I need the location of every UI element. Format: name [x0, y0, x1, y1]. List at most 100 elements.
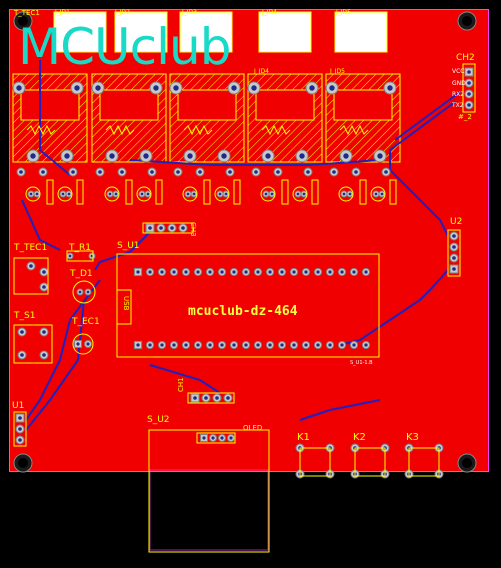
pad-hole [61, 192, 65, 196]
label-jd4: J_JD4 [262, 9, 277, 16]
pad-hole [268, 270, 272, 274]
ch2-pin-rx2: RX2 [452, 91, 465, 98]
resistor-body [389, 179, 397, 205]
pad-hole [143, 153, 149, 159]
pad-hole [309, 85, 315, 91]
resistor-body [233, 179, 241, 205]
pad-hole [184, 343, 188, 347]
pad-hole [120, 170, 124, 174]
button-k1-outline [299, 447, 331, 477]
u2-outline [447, 229, 461, 277]
label-ch2: CH2 [456, 53, 475, 63]
pad-hole [42, 330, 46, 334]
label-k2: K2 [353, 432, 366, 443]
pad-hole [229, 436, 233, 440]
resistor-zigzag [261, 124, 291, 136]
pad-hole [108, 192, 112, 196]
mounting-hole-center [462, 458, 472, 468]
relay-inner [333, 89, 393, 121]
pad-hole [78, 290, 82, 294]
pad-hole [276, 170, 280, 174]
pad-hole [20, 330, 24, 334]
relay-inner [177, 89, 237, 121]
t-d1-outline [72, 280, 96, 304]
pad-hole [340, 343, 344, 347]
pad-hole [226, 396, 230, 400]
pad-hole [95, 85, 101, 91]
pad-hole [215, 396, 219, 400]
label-usb: USB [122, 296, 130, 311]
pad-hole [196, 343, 200, 347]
ch2-pin-tx2: TX2 [452, 102, 464, 109]
pad-hole [176, 170, 180, 174]
pad-hole [377, 153, 383, 159]
pad-hole [29, 264, 33, 268]
pad-hole [268, 343, 272, 347]
resistor-body [125, 179, 133, 205]
trace [149, 364, 221, 394]
pad-hole [208, 343, 212, 347]
transistor-outline [136, 186, 152, 202]
label-jd3: J_JD3 [182, 9, 197, 16]
pad-hole [224, 192, 228, 196]
resistor-body [46, 179, 54, 205]
pad-hole [148, 270, 152, 274]
screw-terminal-5 [334, 11, 388, 53]
resistor-body [311, 179, 319, 205]
pad-hole [211, 436, 215, 440]
pad-hole [292, 343, 296, 347]
pad-hole [374, 192, 378, 196]
t-s1-outline [13, 324, 53, 364]
pad-hole [292, 270, 296, 274]
resistor-zigzag [26, 124, 56, 136]
pad-hole [204, 396, 208, 400]
pad-hole [352, 343, 356, 347]
pad-hole [86, 342, 90, 346]
trace [21, 199, 61, 251]
pad-hole [193, 396, 197, 400]
pad-hole [208, 270, 212, 274]
pad-hole [42, 270, 46, 274]
t-ec1-outline [72, 333, 94, 355]
transistor-outline [370, 186, 386, 202]
resistor-body [203, 179, 211, 205]
pad-hole [264, 192, 268, 196]
trace [94, 231, 151, 271]
mounting-hole-center [18, 16, 28, 26]
pad-hole [296, 192, 300, 196]
traces [21, 60, 461, 431]
pad-hole [71, 170, 75, 174]
pad-hole [452, 245, 456, 249]
resistor-zigzag [105, 124, 135, 136]
pad-hole [306, 170, 310, 174]
pad-hole [231, 85, 237, 91]
pad-hole [328, 343, 332, 347]
pad-hole [172, 343, 176, 347]
pad-hole [148, 343, 152, 347]
ch1-outline [187, 392, 235, 404]
button-k2-outline [354, 447, 386, 477]
pad-hole [160, 270, 164, 274]
pad-hole [18, 438, 22, 442]
trace [39, 60, 71, 176]
mounting-hole-center [462, 16, 472, 26]
label-oled: OLED [243, 424, 263, 432]
pad-hole [220, 343, 224, 347]
pad-hole [198, 170, 202, 174]
pad-hole [186, 192, 190, 196]
pad-hole [74, 85, 80, 91]
transistor-outline [104, 186, 120, 202]
pad-hole [173, 85, 179, 91]
pad-hole [76, 342, 80, 346]
label-t-tec1: T_TEC1 [14, 243, 48, 253]
pad-hole [232, 343, 236, 347]
pad-hole [316, 343, 320, 347]
oled-keepout [149, 469, 269, 551]
pad-hole [452, 234, 456, 238]
pad-hole [467, 92, 471, 96]
pad-hole [232, 270, 236, 274]
pad-hole [452, 256, 456, 260]
pad-hole [42, 285, 46, 289]
pad-hole [136, 343, 140, 347]
transistor-outline [338, 186, 354, 202]
